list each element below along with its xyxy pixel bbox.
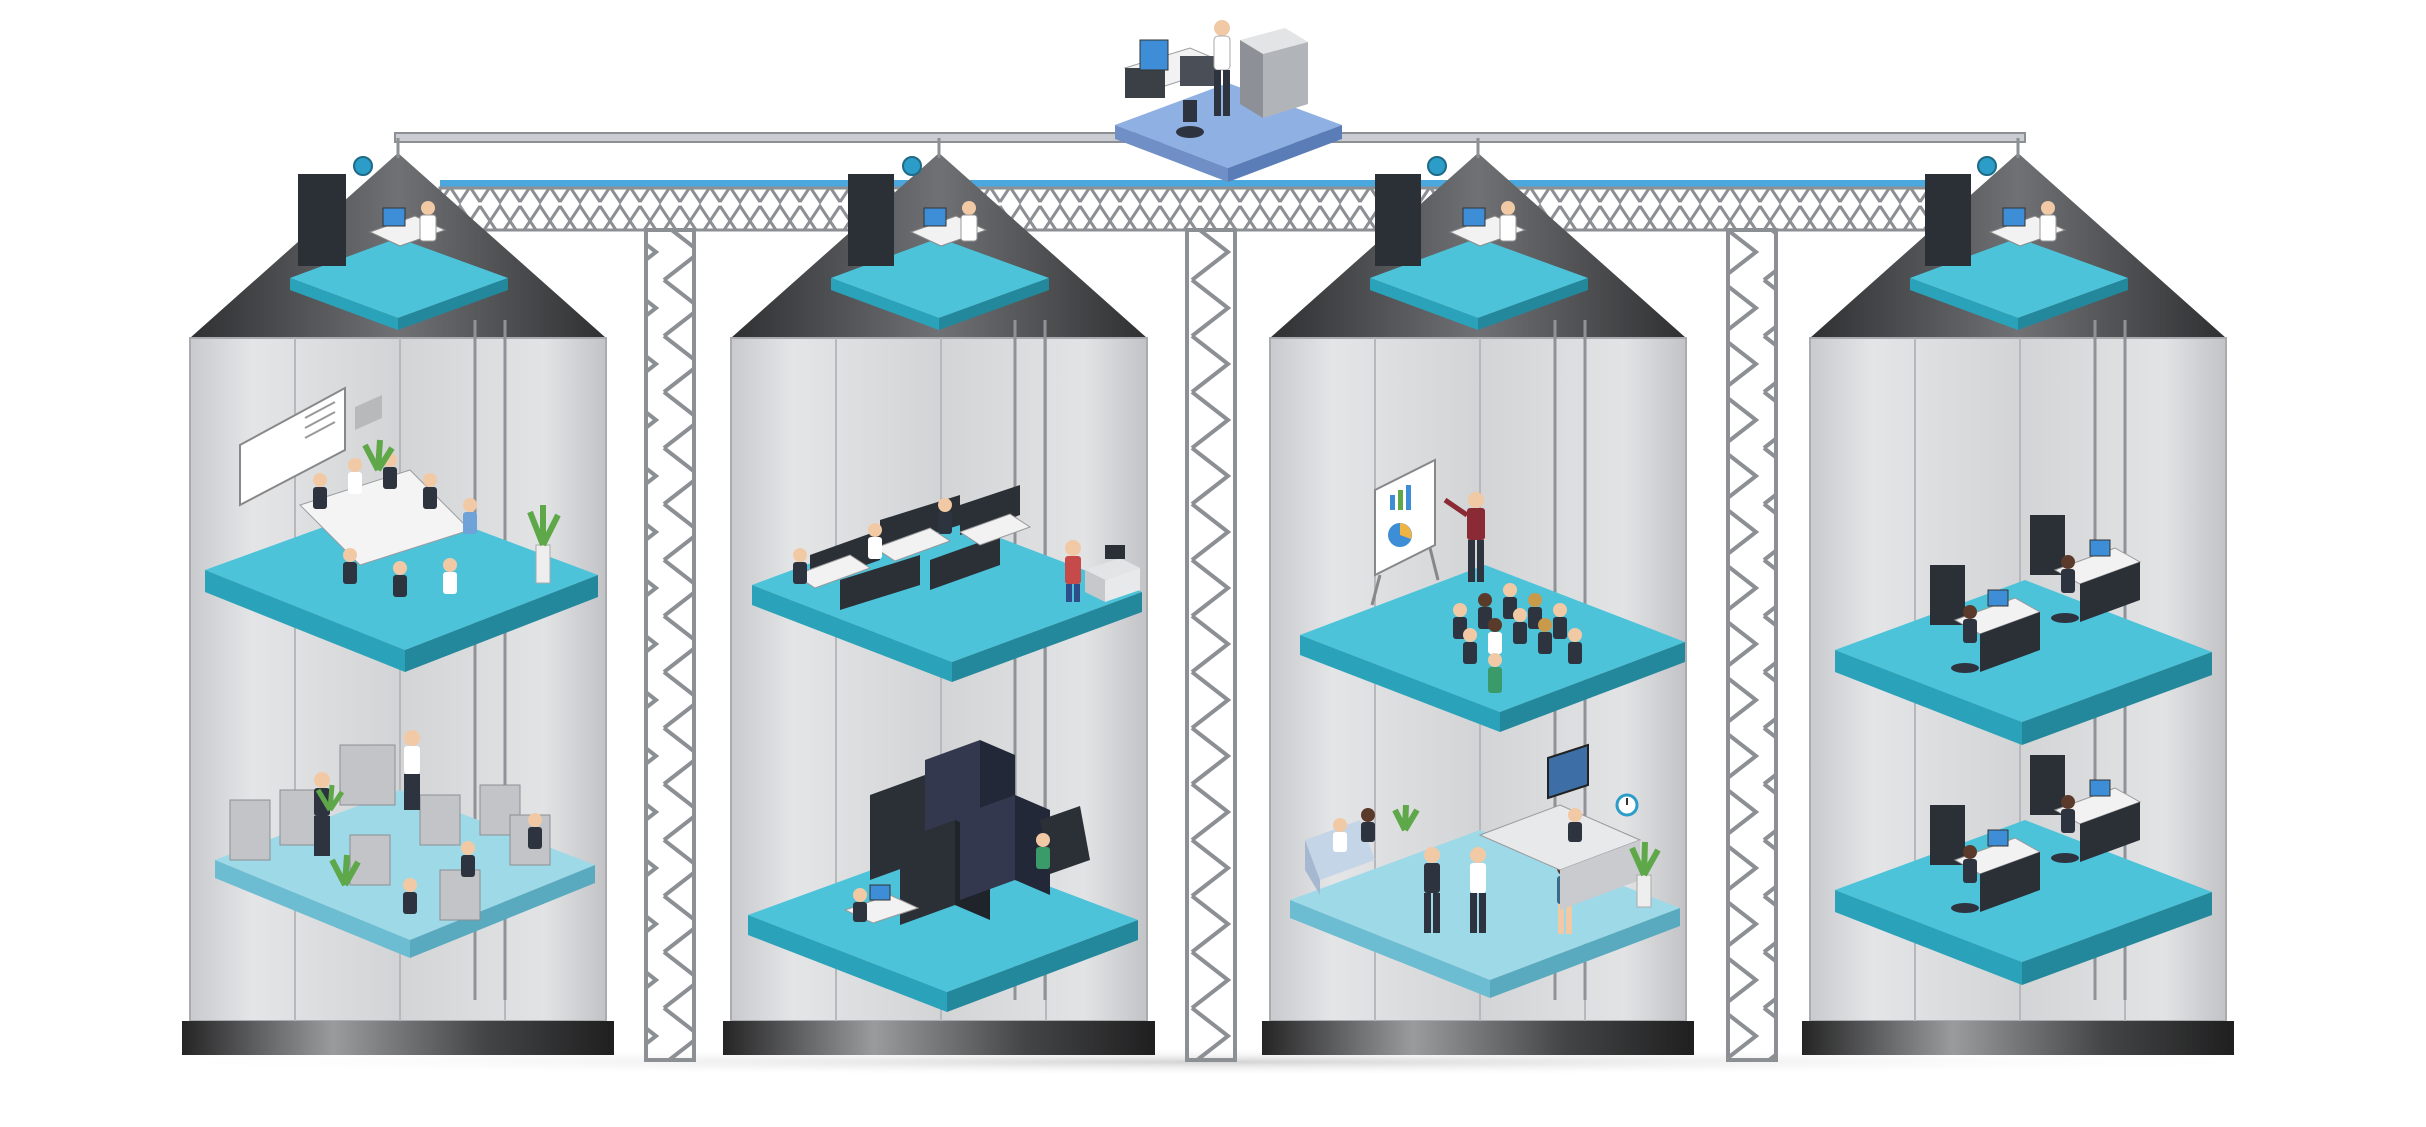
rail-hangers (396, 138, 2020, 158)
silo-1 (182, 153, 614, 1055)
person-icon (1501, 201, 1515, 215)
server-rack-icon (870, 740, 1090, 925)
truss-column-1 (644, 228, 696, 1062)
security-camera-icon (353, 156, 373, 176)
horizontal-truss (438, 186, 1962, 232)
central-platform (1115, 20, 1342, 182)
office-chair-icon (1176, 100, 1204, 138)
blue-pipe (440, 180, 1960, 188)
monitor-icon (1987, 589, 2009, 607)
security-camera-icon (902, 156, 922, 176)
reception-desk (1478, 804, 1642, 910)
room-conference (205, 386, 598, 672)
monitor-icon (869, 884, 891, 901)
monitor-icon (1987, 829, 2009, 847)
monitor-icon (1139, 39, 1169, 71)
server-rack-icon (2030, 755, 2065, 815)
server-rack-icon (2030, 515, 2065, 575)
person-icon (2061, 795, 2075, 809)
copier-icon (1240, 28, 1308, 118)
server-rack-icon (1930, 805, 1965, 865)
silo-base (1802, 1021, 2234, 1055)
person-icon (314, 730, 542, 914)
roof-platform (831, 174, 1049, 330)
person-icon (421, 201, 435, 215)
whiteboard-icon (1370, 458, 1440, 606)
potted-plant-icon (527, 505, 561, 584)
audience (1453, 583, 1582, 693)
security-camera-icon (1427, 156, 1447, 176)
potted-plant-icon (362, 439, 395, 472)
person-icon (962, 201, 976, 215)
file-cabinet-icon (229, 744, 551, 921)
room-workstations-lower (1835, 755, 2212, 985)
person-icon (1213, 20, 1231, 116)
tv-screen-icon (1547, 743, 1589, 800)
copier-icon (1085, 545, 1140, 602)
person-icon (1568, 808, 1582, 822)
office-chair-icon (2051, 853, 2079, 863)
room-cubicle-office (752, 485, 1142, 682)
roof-platform (1910, 174, 2128, 330)
server-rack-icon (1925, 174, 1971, 266)
monitor-icon (923, 207, 947, 227)
desk-icon (1123, 47, 1232, 98)
office-chair-icon (1951, 663, 1979, 673)
security-camera-icon (1977, 156, 1997, 176)
room-workstations-upper (1835, 515, 2212, 745)
monitor-icon (2089, 539, 2111, 557)
desk-icon (843, 884, 920, 924)
room-reception (1290, 743, 1680, 998)
monitor-icon (2089, 779, 2111, 797)
monitor-icon (1462, 207, 1486, 227)
monitor-icon (382, 207, 406, 227)
person-icon (2041, 201, 2055, 215)
person-icon (313, 453, 477, 597)
desk-icon (793, 513, 1032, 589)
wall-clock-icon (1615, 793, 1639, 817)
server-rack-icon (1930, 565, 1965, 625)
truss-column-3 (1726, 228, 1778, 1062)
roof-platform (290, 174, 508, 330)
roof-platform (1370, 174, 1588, 330)
silo-base (182, 1021, 614, 1055)
silo-base (723, 1021, 1155, 1055)
silo-4 (1802, 153, 2234, 1055)
room-presentation (1300, 458, 1685, 732)
person-icon (1963, 845, 1977, 859)
truss-column-2 (1185, 228, 1237, 1062)
person-icon (853, 888, 867, 902)
person-icon (793, 498, 1081, 602)
office-chair-icon (1951, 903, 1979, 913)
server-rack-icon (848, 174, 894, 266)
server-rack-icon (298, 174, 346, 266)
person-icon (2061, 555, 2075, 569)
server-rack-icon (1375, 174, 1421, 266)
silo-base (1262, 1021, 1694, 1055)
office-chair-icon (2051, 613, 2079, 623)
room-server (748, 740, 1138, 1012)
person-icon (1963, 605, 1977, 619)
workstation-cluster (1930, 755, 2142, 913)
silo-3 (1262, 153, 1694, 1055)
whiteboard-icon (239, 386, 346, 507)
vertical-trusses (644, 228, 1778, 1062)
workstation-cluster (1930, 515, 2142, 673)
room-open-office (215, 730, 595, 958)
potted-plant-icon (1392, 804, 1661, 908)
silo-2 (723, 153, 1155, 1055)
potted-plant-icon (315, 784, 361, 887)
person-icon (1036, 833, 1050, 869)
monitor-icon (2002, 207, 2026, 227)
person-icon (1443, 492, 1485, 582)
